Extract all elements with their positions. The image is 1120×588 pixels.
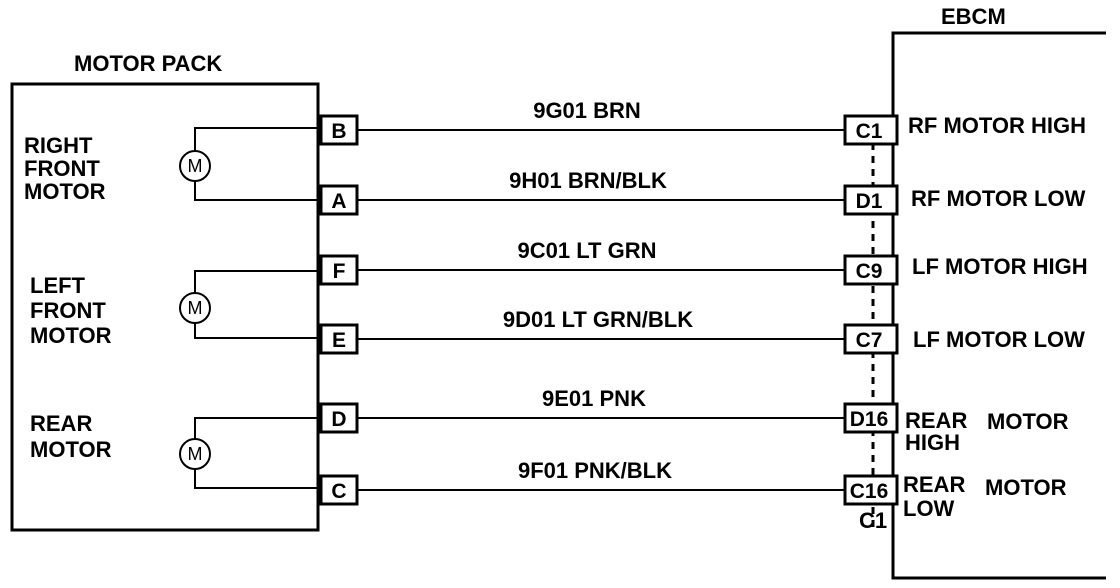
ebcm-title: EBCM	[941, 4, 1006, 29]
motor-pack-pin-label: F	[333, 260, 346, 283]
motor-label-line: FRONT	[30, 298, 106, 323]
motor-pack-pin	[319, 254, 359, 286]
motor-label-line: RIGHT	[24, 133, 93, 158]
motor-icon	[179, 150, 211, 182]
motor-icon	[179, 292, 211, 324]
motor-symbol: M	[188, 444, 203, 464]
ebcm-pin-label: C16	[850, 480, 889, 503]
right-front-motor: RIGHT FRONT MOTOR M	[24, 127, 318, 204]
ebcm-pin	[843, 323, 899, 355]
left-front-motor: LEFT FRONT MOTOR M	[30, 270, 318, 348]
ebcm-function-label: LF MOTOR LOW	[913, 327, 1085, 352]
ebcm-pin	[843, 254, 899, 286]
motor-pack-title: MOTOR PACK	[74, 51, 222, 76]
motor-pack-pin	[319, 474, 359, 506]
ebcm-function-label: LF MOTOR HIGH	[912, 254, 1088, 279]
wire-label: 9E01 PNK	[542, 386, 646, 411]
ebcm-function-label: HIGH	[905, 430, 960, 455]
wire-label: 9D01 LT GRN/BLK	[503, 307, 693, 332]
ebcm-pin	[843, 474, 899, 506]
wire-label: 9C01 LT GRN	[518, 238, 657, 263]
motor-pack-pin-label: B	[331, 120, 346, 143]
motor-label-line: REAR	[30, 411, 92, 436]
ebcm-function-label: RF MOTOR LOW	[911, 186, 1086, 211]
ebcm-pin	[843, 184, 899, 216]
motor-symbol: M	[188, 156, 203, 176]
wire-label: 9G01 BRN	[533, 98, 641, 123]
ebcm-function-label: REAR	[903, 472, 965, 497]
motor-label-line: MOTOR	[24, 179, 106, 204]
motor-pack-pin-label: A	[331, 190, 346, 213]
ebcm-function-label: RF MOTOR HIGH	[908, 113, 1086, 138]
ebcm-pin	[843, 402, 899, 434]
motor-label-line: MOTOR	[30, 437, 112, 462]
wire-label: 9F01 PNK/BLK	[518, 458, 672, 483]
motor-symbol: M	[188, 298, 203, 318]
ebcm-pin-label: D1	[856, 190, 883, 213]
ebcm-box	[891, 31, 1106, 580]
ebcm-pin-label: C7	[856, 329, 883, 352]
motor-pack-pin	[319, 184, 359, 216]
motor-pack-pin-label: C	[331, 480, 346, 503]
motor-pack-pin	[319, 323, 359, 355]
motor-pack-box	[10, 82, 320, 532]
ebcm-function-label: MOTOR	[985, 475, 1067, 500]
connector-name: C1	[859, 508, 887, 533]
motor-lead	[194, 127, 318, 151]
ebcm-pin-label: C1	[856, 120, 883, 143]
motor-lead	[194, 270, 318, 293]
motor-label-line: MOTOR	[30, 323, 112, 348]
motor-pack-pin	[319, 402, 359, 434]
motor-pack-pin	[319, 114, 359, 146]
motor-lead	[194, 469, 318, 489]
motor-label-line: LEFT	[30, 273, 86, 298]
ebcm-function-label: LOW	[903, 496, 955, 521]
motor-lead	[194, 417, 318, 439]
wire-label: 9H01 BRN/BLK	[509, 168, 667, 193]
motor-lead	[194, 323, 318, 339]
motor-label-line: FRONT	[24, 156, 100, 181]
motor-icon	[179, 438, 211, 470]
motor-pack-pin-label: D	[331, 408, 346, 431]
ebcm-function-label: MOTOR	[987, 409, 1069, 434]
ebcm-function-label: REAR	[905, 408, 967, 433]
ebcm-pin-label: C9	[856, 260, 883, 283]
ebcm-pin	[843, 114, 899, 146]
motor-lead	[194, 181, 318, 201]
ebcm-pin-label: D16	[850, 408, 889, 431]
rear-motor: REAR MOTOR M	[30, 411, 318, 489]
motor-pack-pin-label: E	[332, 329, 346, 352]
